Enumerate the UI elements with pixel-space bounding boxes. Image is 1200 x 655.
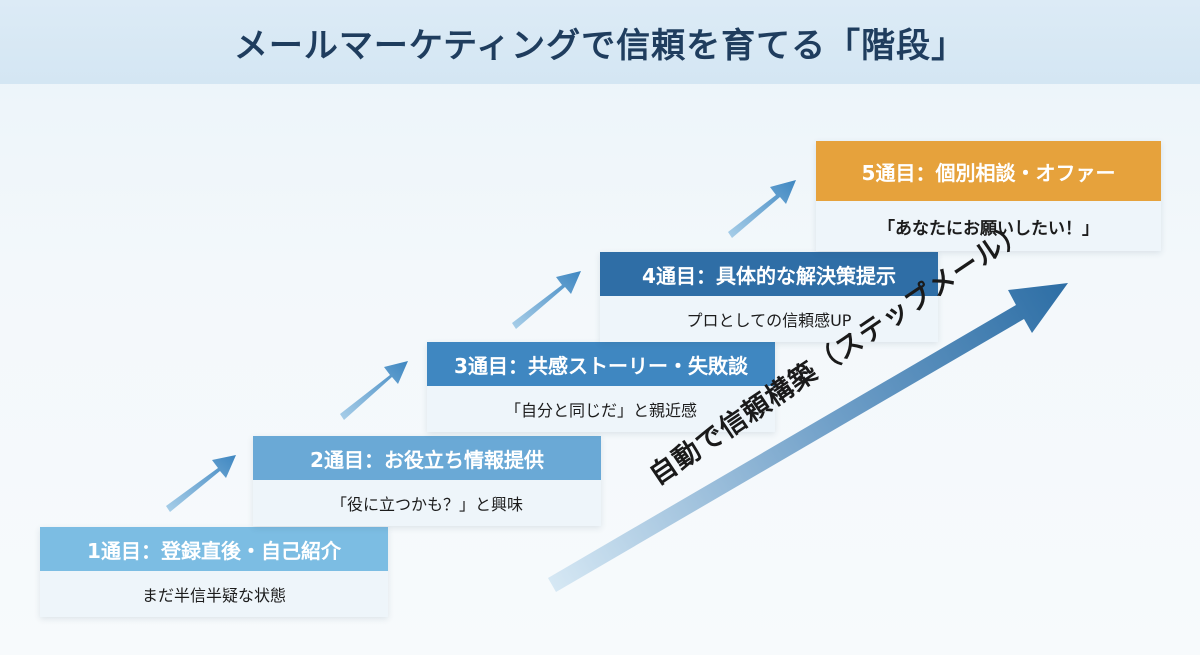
step-2-note: 「役に立つかも？」と興味 — [253, 480, 601, 526]
step-1-label: 1通目：登録直後・自己紹介 — [40, 527, 388, 571]
step-arrow-2 — [340, 361, 408, 420]
big-arrow — [548, 283, 1068, 592]
step-5: 5通目：個別相談・オファー 「あなたにお願いしたい！」 — [816, 141, 1161, 251]
step-2: 2通目：お役立ち情報提供 「役に立つかも？」と興味 — [253, 436, 601, 526]
step-arrow-4 — [728, 180, 796, 238]
step-4: 4通目：具体的な解決策提示 プロとしての信頼感UP — [600, 252, 938, 342]
step-3-note: 「自分と同じだ」と親近感 — [427, 386, 775, 432]
step-1-note: まだ半信半疑な状態 — [40, 571, 388, 617]
step-1: 1通目：登録直後・自己紹介 まだ半信半疑な状態 — [40, 527, 388, 617]
page-title: メールマーケティングで信頼を育てる「階段」 — [233, 25, 967, 66]
step-3: 3通目：共感ストーリー・失敗談 「自分と同じだ」と親近感 — [427, 342, 775, 432]
step-4-label: 4通目：具体的な解決策提示 — [600, 252, 938, 296]
title-bar: メールマーケティングで信頼を育てる「階段」 — [0, 0, 1200, 84]
step-arrow-3 — [512, 271, 581, 329]
step-3-label: 3通目：共感ストーリー・失敗談 — [427, 342, 775, 386]
step-4-note: プロとしての信頼感UP — [600, 296, 938, 342]
step-2-label: 2通目：お役立ち情報提供 — [253, 436, 601, 480]
step-arrow-1 — [166, 455, 236, 512]
step-5-label: 5通目：個別相談・オファー — [816, 141, 1161, 201]
step-5-note: 「あなたにお願いしたい！」 — [816, 201, 1161, 251]
